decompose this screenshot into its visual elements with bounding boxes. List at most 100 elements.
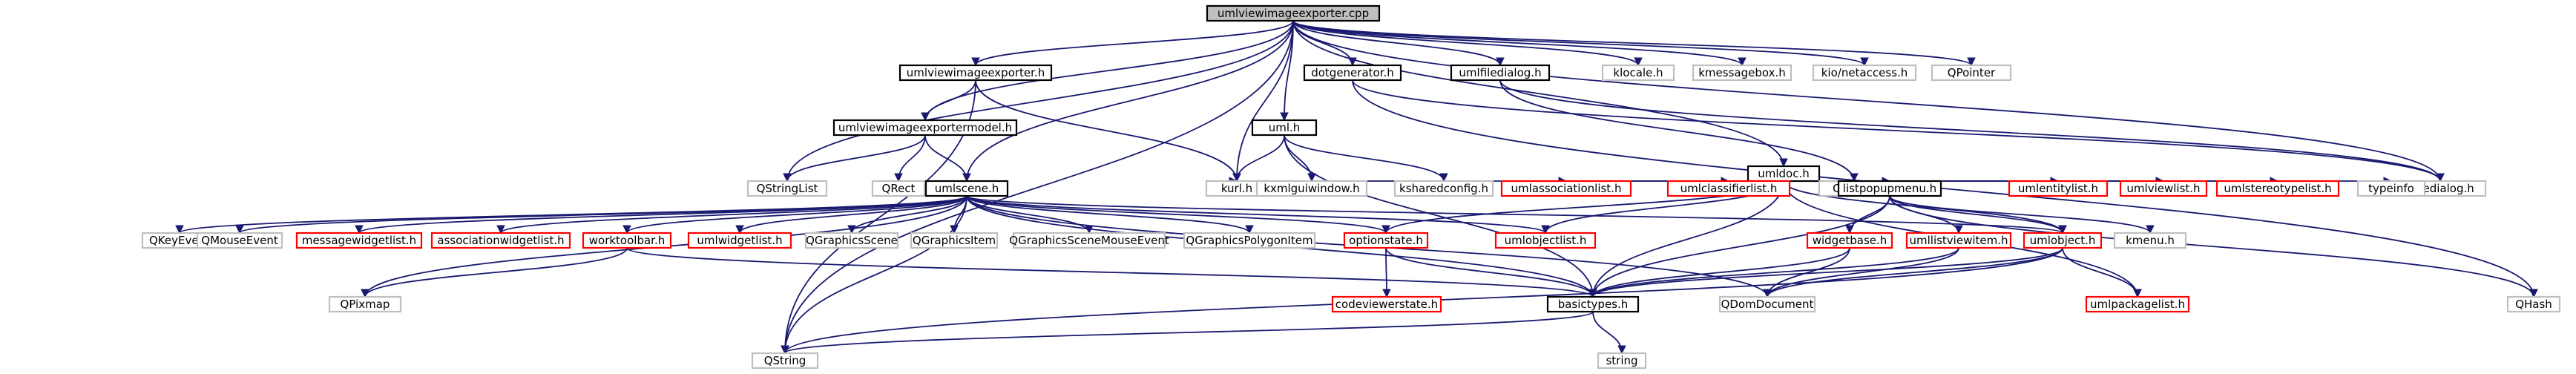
edge-line: [1284, 134, 1445, 182]
node-label: klocale.h: [1613, 66, 1663, 79]
node-qpointer[interactable]: QPointer: [1931, 64, 2012, 82]
edge-line: [1292, 20, 1501, 66]
node-worktoolbar[interactable]: worktoolbar.h: [582, 232, 672, 249]
node-label: umldoc.h: [1758, 167, 1810, 180]
node-umldoc[interactable]: umldoc.h: [1747, 165, 1821, 183]
edge-arrowhead: [361, 289, 369, 298]
node-optionstate[interactable]: optionstate.h: [1343, 232, 1429, 249]
node-box: [1692, 64, 1793, 82]
edge-line: [626, 195, 967, 234]
edge-arrowhead: [1954, 225, 1963, 234]
node-qgsme[interactable]: QGraphicsSceneMouseEvent: [1009, 232, 1169, 249]
node-box: [430, 232, 571, 249]
edge-arrowhead: [1439, 173, 1448, 183]
node-umlviewlist[interactable]: umlviewlist.h: [2119, 180, 2208, 197]
node-qstring[interactable]: QString: [751, 352, 819, 370]
node-qgscene[interactable]: QGraphicsScene: [804, 232, 899, 249]
edge-line: [1236, 134, 1285, 182]
node-umlpackagelist[interactable]: umlpackagelist.h: [2085, 295, 2190, 313]
edge-listpopupmenu-to-umlobject: [1889, 195, 2067, 234]
node-listpopupmenu[interactable]: listpopupmenu.h: [1837, 180, 1942, 197]
node-umlwidgetlist[interactable]: umlwidgetlist.h: [687, 232, 792, 249]
node-umllistviewitem[interactable]: umllistviewitem.h: [1905, 232, 2012, 249]
node-umlclassifierlist[interactable]: umlclassifierlist.h: [1666, 180, 1791, 197]
node-kurl[interactable]: kurl.h: [1205, 180, 1269, 197]
node-uvie_h[interactable]: umlviewimageexporter.h: [898, 64, 1053, 82]
node-uml_h[interactable]: uml.h: [1251, 119, 1318, 137]
edge-umlscene-to-worktoolbar: [622, 195, 967, 234]
node-umlassoclist[interactable]: umlassociationlist.h: [1500, 180, 1632, 197]
node-box: [1012, 232, 1166, 249]
edge-umlscene-to-umlwidgetlist: [735, 195, 967, 234]
node-box: [1206, 4, 1381, 22]
node-box: [804, 232, 899, 249]
node-umlstereotypelist[interactable]: umlstereotypelist.h: [2215, 180, 2340, 197]
edge-line: [784, 20, 1294, 354]
node-qhash[interactable]: QHash: [2506, 295, 2561, 313]
node-umlscene[interactable]: umlscene.h: [924, 180, 1009, 197]
node-kxmlgui[interactable]: kxmlguiwindow.h: [1255, 180, 1368, 197]
edge-worktoolbar-to-qpixmap: [361, 247, 628, 298]
edge-line: [1783, 180, 2063, 234]
node-kmenu[interactable]: kmenu.h: [2113, 232, 2187, 249]
node-kmessagebox[interactable]: kmessagebox.h: [1692, 64, 1793, 82]
node-label: QStringList: [757, 182, 818, 195]
node-label: QGraphicsPolygonItem: [1186, 234, 1312, 247]
node-qrect[interactable]: QRect: [871, 180, 926, 197]
edge-arrowhead: [1738, 57, 1747, 67]
node-label: umlviewimageexporter.h: [907, 66, 1045, 79]
node-dotgen[interactable]: dotgenerator.h: [1303, 64, 1402, 82]
node-qgitem[interactable]: QGraphicsItem: [910, 232, 999, 249]
edge-uviem_h-to-qrect: [894, 134, 926, 183]
edge-arrowhead: [1850, 173, 1859, 183]
edge-line: [739, 195, 967, 234]
edge-dotgen-to-kfiledialog: [1352, 79, 2445, 183]
edge-line: [1889, 195, 2151, 234]
edge-arrowhead: [971, 57, 980, 67]
node-box: [295, 232, 423, 249]
node-basictypes[interactable]: basictypes.h: [1546, 295, 1640, 313]
node-qdomdocument[interactable]: QDomDocument: [1718, 295, 1816, 313]
node-label: associationwidgetlist.h: [437, 234, 564, 247]
node-umlobject[interactable]: umlobject.h: [2023, 232, 2103, 249]
node-label: kurl.h: [1221, 182, 1252, 195]
node-kionetaccess[interactable]: kio/netaccess.h: [1812, 64, 1917, 82]
node-uviem_h[interactable]: umlviewimageexportermodel.h: [832, 119, 1018, 137]
node-label: QPointer: [1948, 66, 1996, 79]
node-root[interactable]: umlviewimageexporter.cpp: [1206, 4, 1381, 22]
node-ksharedconfig[interactable]: ksharedconfig.h: [1393, 180, 1494, 197]
edge-line: [1385, 247, 1594, 298]
node-label: umlviewlist.h: [2126, 182, 2200, 195]
node-qstringlist[interactable]: QStringList: [746, 180, 828, 197]
edge-line: [1292, 20, 1865, 66]
node-label: umlviewimageexportermodel.h: [838, 121, 1012, 134]
edge-listpopupmenu-to-kmenu: [1889, 195, 2155, 234]
node-assocwidgetlist[interactable]: associationwidgetlist.h: [430, 232, 571, 249]
node-widgetbase[interactable]: widgetbase.h: [1806, 232, 1893, 249]
node-label: QPixmap: [341, 298, 390, 311]
edge-root-to-uvie_h: [971, 20, 1294, 67]
edge-line: [924, 79, 976, 121]
edge-line: [1352, 79, 2441, 182]
node-string[interactable]: string: [1597, 352, 1647, 370]
edge-umlfiledialog-to-qpointf: [1499, 79, 1859, 183]
edge-line: [1292, 20, 1743, 66]
node-typeinfo[interactable]: typeinfo: [2356, 180, 2426, 197]
node-codeviewerstate[interactable]: codeviewerstate.h: [1331, 295, 1442, 313]
node-klocale[interactable]: klocale.h: [1601, 64, 1675, 82]
edge-arrowhead: [2058, 225, 2067, 234]
node-umlobjectlist[interactable]: umlobjectlist.h: [1494, 232, 1597, 249]
node-label: kmessagebox.h: [1698, 66, 1786, 79]
node-msgwidgetlist[interactable]: messagewidgetlist.h: [295, 232, 423, 249]
node-label: basictypes.h: [1558, 298, 1629, 311]
node-label: QKeyEvent: [149, 234, 210, 247]
node-box: [1343, 232, 1429, 249]
node-umlentitylist[interactable]: umlentitylist.h: [2008, 180, 2109, 197]
node-label: QGraphicsItem: [913, 234, 996, 247]
edge-line: [1292, 20, 2441, 182]
edge-line: [1767, 247, 1959, 298]
node-qpixmap[interactable]: QPixmap: [328, 295, 402, 313]
node-qgpoly[interactable]: QGraphicsPolygonItem: [1183, 232, 1316, 249]
node-umlfiledialog[interactable]: umlfiledialog.h: [1450, 64, 1551, 82]
node-qmouseevent[interactable]: QMouseEvent: [196, 232, 283, 249]
